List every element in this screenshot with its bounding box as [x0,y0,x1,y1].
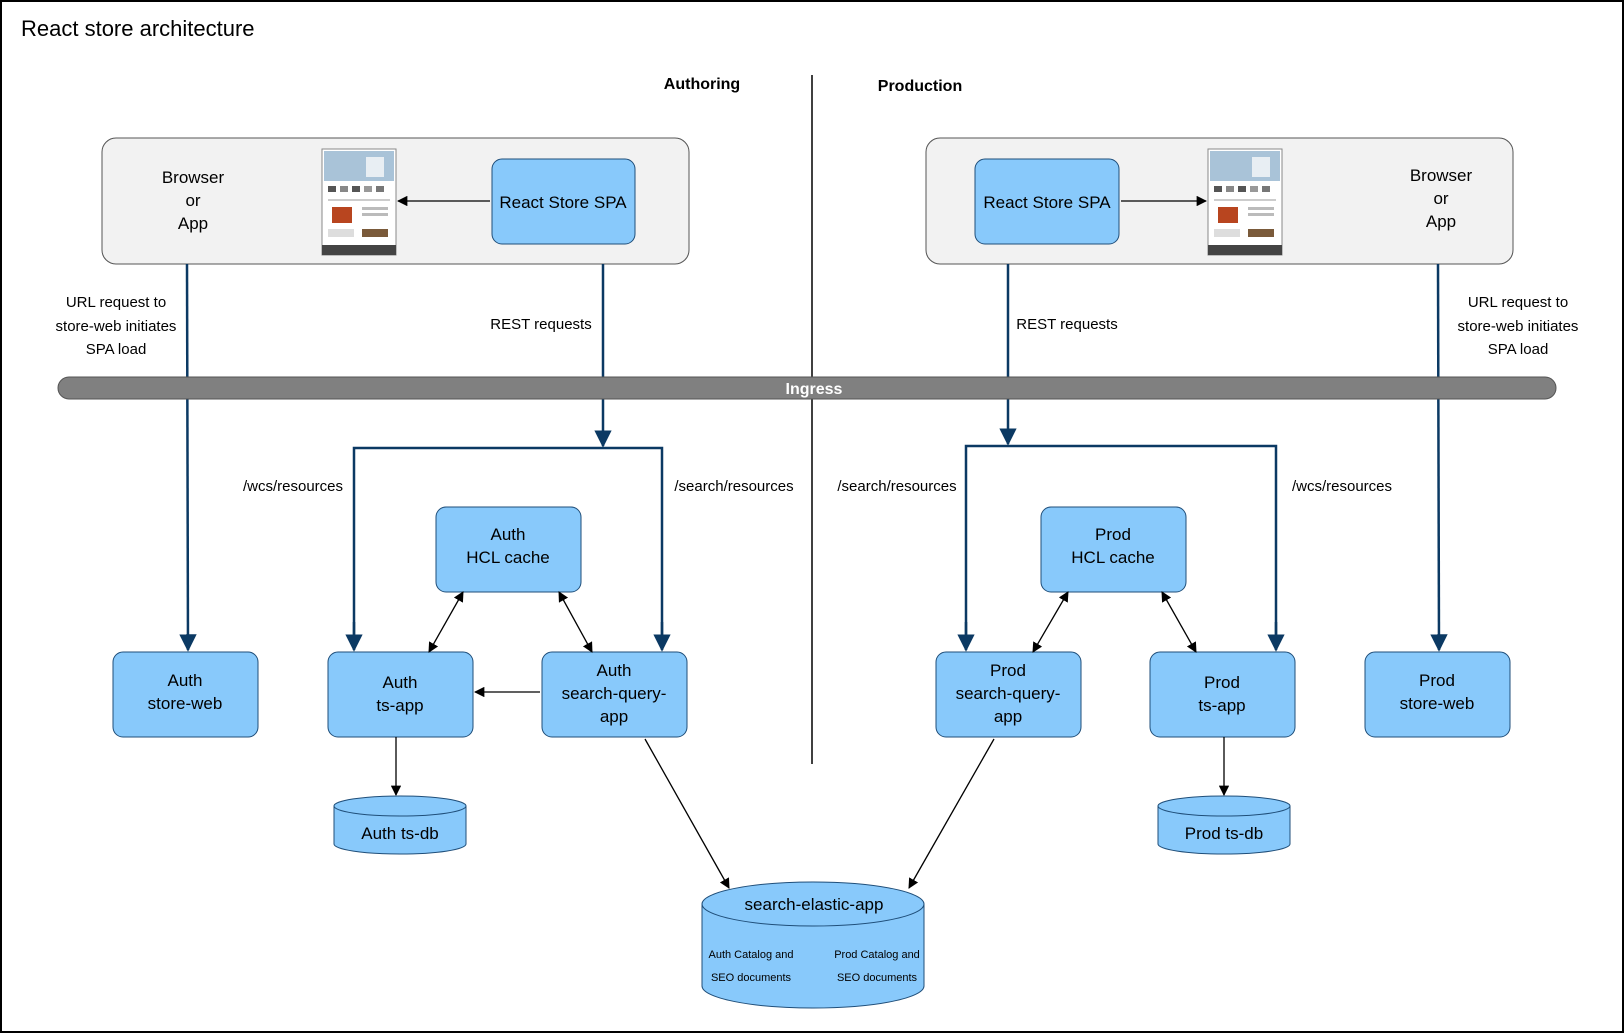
auth-ts-app-label-1: Auth [383,673,418,692]
prod-cache-tsapp-arrow [1161,591,1197,653]
prod-ts-app-label-1: Prod [1204,673,1240,692]
ingress-bar [57,376,1557,400]
prod-wcs-route-label: /wcs/resources [1292,478,1392,495]
prod-react-store-spa-label: React Store SPA [983,193,1111,212]
prod-cache-searchquery-arrow [1032,591,1069,653]
auth-ts-app-node [327,651,474,738]
prod-url-request-label-3: SPA load [1488,341,1549,358]
auth-ts-db-cylinder [333,795,467,855]
auth-store-web-label-2: store-web [148,694,223,713]
search-elastic-app-label: search-elastic-app [745,895,884,914]
prod-routing-bracket [964,444,1278,649]
prod-browser-label-2: or [1433,189,1448,208]
auth-wcs-route-label: /wcs/resources [243,478,343,495]
section-authoring: Authoring [664,76,740,93]
auth-browser-label-1: Browser [162,168,225,187]
prod-browser-label-1: Browser [1410,166,1473,185]
auth-cache-searchquery-arrow [558,591,593,653]
auth-url-request-label-2: store-web initiates [56,318,177,335]
auth-url-request-line [179,263,197,652]
prod-hcl-cache-label-2: HCL cache [1071,548,1154,567]
prod-store-web-node [1364,651,1511,738]
auth-search-query-label-1: Auth [597,661,632,680]
auth-hcl-cache-label-1: Auth [491,525,526,544]
auth-url-request-label-1: URL request to [66,294,166,311]
auth-ts-db-label: Auth ts-db [361,824,439,843]
prod-browser-label-3: App [1426,212,1456,231]
auth-browser-label-3: App [178,214,208,233]
prod-ts-app-label-2: ts-app [1198,696,1245,715]
auth-search-route-label: /search/resources [674,478,793,495]
prod-rest-requests-label: REST requests [1016,316,1117,333]
prod-ts-app-node [1149,651,1296,738]
prod-hcl-cache-node [1040,506,1187,593]
elastic-auth-docs-label-1: Auth Catalog and [708,949,793,961]
store-page-thumbnail-icon [1207,148,1283,256]
section-production: Production [878,78,962,95]
prod-search-query-label-2: search-query- [956,684,1061,703]
auth-ts-app-label-2: ts-app [376,696,423,715]
auth-hcl-cache-node [435,506,582,593]
prod-store-web-label-1: Prod [1419,671,1455,690]
auth-hcl-cache-label-2: HCL cache [466,548,549,567]
auth-store-web-label-1: Auth [168,671,203,690]
elastic-prod-docs-label-1: Prod Catalog and [834,949,920,961]
prod-search-query-app-node [935,651,1082,738]
auth-rest-requests-label: REST requests [490,316,591,333]
auth-react-store-spa [491,158,636,245]
auth-cache-tsapp-arrow [428,591,464,653]
auth-routing-bracket [352,446,664,649]
ingress-label: Ingress [786,381,843,398]
elastic-auth-docs-label-2: SEO documents [711,972,792,984]
auth-search-query-app-node [541,651,688,738]
prod-search-route-label: /search/resources [837,478,956,495]
prod-search-query-label-1: Prod [990,661,1026,680]
prod-url-request-line [1430,263,1448,652]
search-elastic-app-cylinder [701,881,925,1009]
auth-react-store-spa-label: React Store SPA [499,193,627,212]
prod-react-store-spa [974,158,1120,245]
prod-searchquery-to-elastic-arrow [908,738,995,889]
prod-ts-db-cylinder [1157,795,1291,855]
elastic-prod-docs-label-2: SEO documents [837,972,918,984]
prod-search-query-label-3: app [994,707,1022,726]
auth-searchquery-to-elastic-arrow [644,738,730,889]
prod-url-request-label-1: URL request to [1468,294,1568,311]
auth-store-web-node [112,651,259,738]
store-page-thumbnail-icon [321,148,397,256]
prod-ts-db-label: Prod ts-db [1185,824,1263,843]
page-title: React store architecture [21,16,255,41]
auth-browser-label-2: or [185,191,200,210]
auth-search-query-label-3: app [600,707,628,726]
prod-store-web-label-2: store-web [1400,694,1475,713]
prod-hcl-cache-label-1: Prod [1095,525,1131,544]
auth-url-request-label-3: SPA load [86,341,147,358]
auth-search-query-label-2: search-query- [562,684,667,703]
prod-url-request-label-2: store-web initiates [1458,318,1579,335]
